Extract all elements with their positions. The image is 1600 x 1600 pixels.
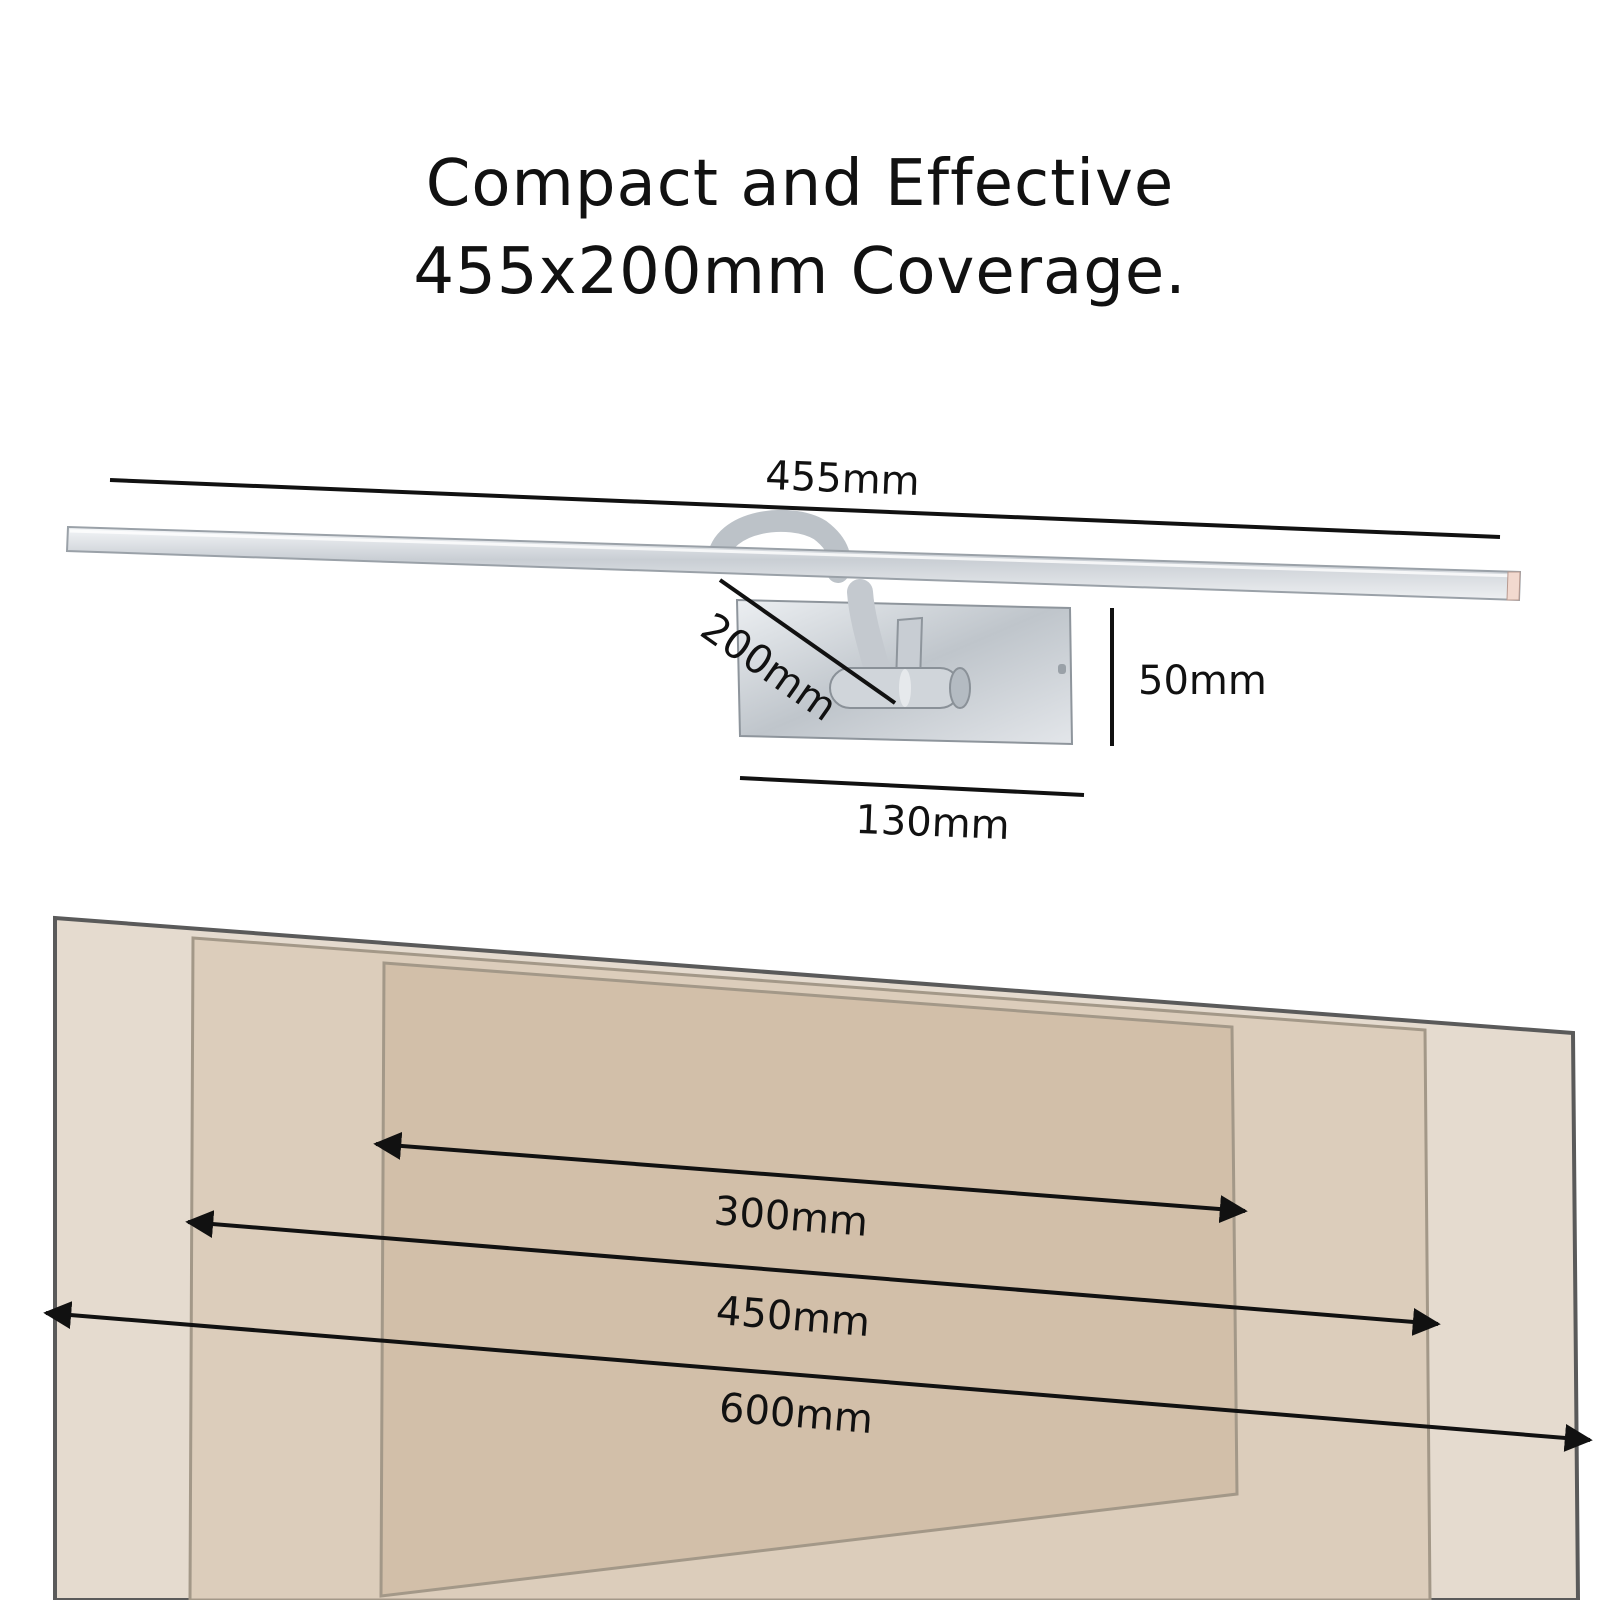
lamp-base-screw: [1058, 664, 1066, 674]
length-dimension-line: [109, 478, 1501, 539]
headline-line-1: Compact and Effective: [425, 147, 1175, 221]
lamp-bar-end-cap: [1506, 571, 1521, 601]
base-width-label: 130mm: [855, 797, 1011, 849]
headline-line-2: 455x200mm Coverage.: [413, 235, 1187, 309]
inner-coverage-arrow: [373, 1131, 1248, 1224]
coverage-inner-panel: [379, 961, 1239, 1598]
lamp-dimension-lines: 455mm 200mm 50mm 130mm: [109, 453, 1501, 849]
base-height-label: 50mm: [1138, 658, 1267, 704]
coverage-dimension-lines: 300mm 450mm 600mm: [43, 1131, 1593, 1452]
length-label: 455mm: [765, 453, 921, 505]
picture-light-illustration: [65, 509, 1522, 746]
outer-coverage-arrow: [43, 1301, 1593, 1452]
coverage-illustration: [53, 915, 1581, 1600]
base-width-dimension-line: [739, 776, 1085, 797]
projection-dimension-line: [718, 578, 897, 705]
headline: Compact and Effective 455x200mm Coverage…: [0, 140, 1600, 316]
